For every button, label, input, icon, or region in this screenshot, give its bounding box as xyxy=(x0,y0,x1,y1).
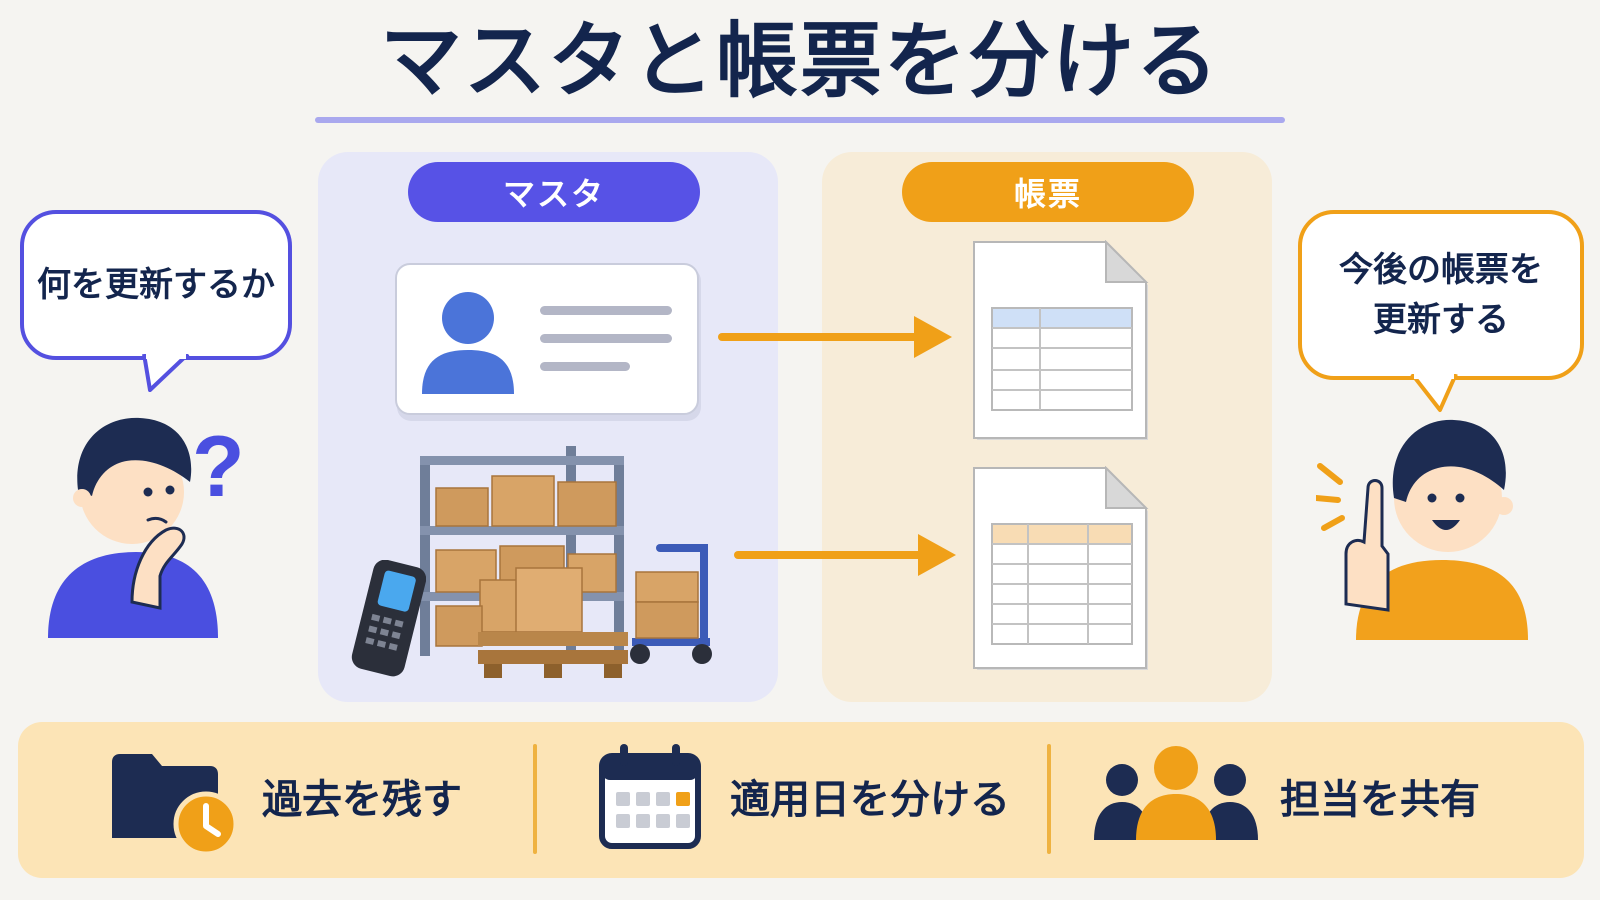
title-underline xyxy=(315,117,1285,123)
profile-card-icon xyxy=(395,263,701,421)
left-bubble-text: 何を更新するか xyxy=(37,265,275,305)
left-speech-bubble: 何を更新するか xyxy=(20,210,292,360)
right-bubble-line2: 更新する xyxy=(1373,300,1509,340)
feature-divider xyxy=(1047,744,1051,854)
right-speech-bubble: 今後の帳票を 更新する xyxy=(1298,210,1584,380)
explaining-person-icon xyxy=(1316,419,1528,640)
feature-label-split-effective-date: 適用日を分ける xyxy=(730,777,1010,823)
right-bubble-line1: 今後の帳票を xyxy=(1339,250,1543,290)
page-title: マスタと帳票を分ける xyxy=(379,14,1220,109)
people-group-icon xyxy=(1094,746,1258,840)
feature-bar xyxy=(18,722,1584,878)
barcode-scanner-icon xyxy=(351,560,426,677)
arrow-right-icon xyxy=(734,534,956,576)
arrow-right-icon xyxy=(718,316,952,358)
document-table-icon xyxy=(973,240,1149,440)
feature-label-share-owner: 担当を共有 xyxy=(1280,777,1480,823)
document-table-icon xyxy=(973,466,1149,670)
forms-label-pill: 帳票 xyxy=(902,162,1194,222)
feature-label-keep-history: 過去を残す xyxy=(262,777,462,823)
speech-bubble-tail xyxy=(142,354,190,392)
hand-truck-icon xyxy=(630,544,712,664)
thinking-person-icon: ? xyxy=(48,417,245,638)
calendar-icon xyxy=(599,744,701,849)
master-label-pill: マスタ xyxy=(408,162,700,222)
speech-bubble-tail xyxy=(1410,374,1458,412)
svg-text:?: ? xyxy=(192,419,245,515)
warehouse-shelf-icon xyxy=(420,446,628,678)
folder-clock-icon xyxy=(112,754,239,856)
feature-divider xyxy=(533,744,537,854)
